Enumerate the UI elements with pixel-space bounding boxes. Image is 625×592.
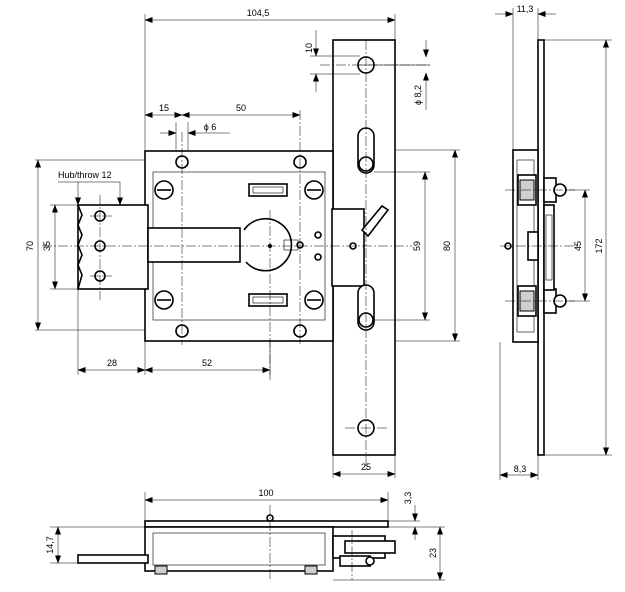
dim-hole-2: ϕ 8,2 — [413, 85, 423, 105]
bolt — [77, 204, 149, 290]
dim-25: 25 — [361, 462, 371, 472]
dim-28: 28 — [107, 358, 117, 368]
dim-59: 59 — [412, 241, 422, 251]
hub-label: Hub/throw 12 — [58, 170, 112, 180]
dim-15: 15 — [159, 103, 169, 113]
dim-14-7: 14,7 — [45, 536, 55, 554]
slot-top — [248, 183, 288, 197]
dim-width: 104,5 — [247, 8, 270, 18]
dim-45: 45 — [573, 241, 583, 251]
dim-hole: ϕ 6 — [204, 122, 217, 132]
dim-23: 23 — [428, 548, 438, 558]
bottom-plate — [144, 520, 389, 528]
bottom-case — [144, 526, 334, 572]
latch — [331, 208, 365, 287]
slot-bottom — [248, 293, 288, 307]
dim-3-3: 3,3 — [403, 492, 413, 505]
bolt-bar — [147, 227, 241, 263]
dim-50: 50 — [236, 103, 246, 113]
side-faceplate — [537, 39, 545, 456]
dim-10: 10 — [304, 43, 314, 53]
dim-8-3: 8,3 — [514, 464, 527, 474]
dim-11-3: 11,3 — [517, 4, 534, 14]
bottom-bolt — [77, 554, 149, 564]
dim-70: 70 — [25, 241, 35, 251]
side-view: 11,3 172 45 8,3 — [495, 4, 612, 480]
dim-52: 52 — [202, 358, 212, 368]
dim-172: 172 — [594, 238, 604, 253]
dim-80: 80 — [442, 241, 452, 251]
dim-35: 35 — [42, 241, 52, 251]
screws — [154, 180, 324, 310]
bottom-view: 100 3,3 14,7 23 — [45, 488, 445, 581]
front-view: 104,5 15 50 ϕ 6 10 ϕ 8,2 59 80 70 35 28 … — [25, 8, 460, 478]
bolt-notch — [77, 204, 83, 290]
dim-100: 100 — [258, 488, 273, 498]
